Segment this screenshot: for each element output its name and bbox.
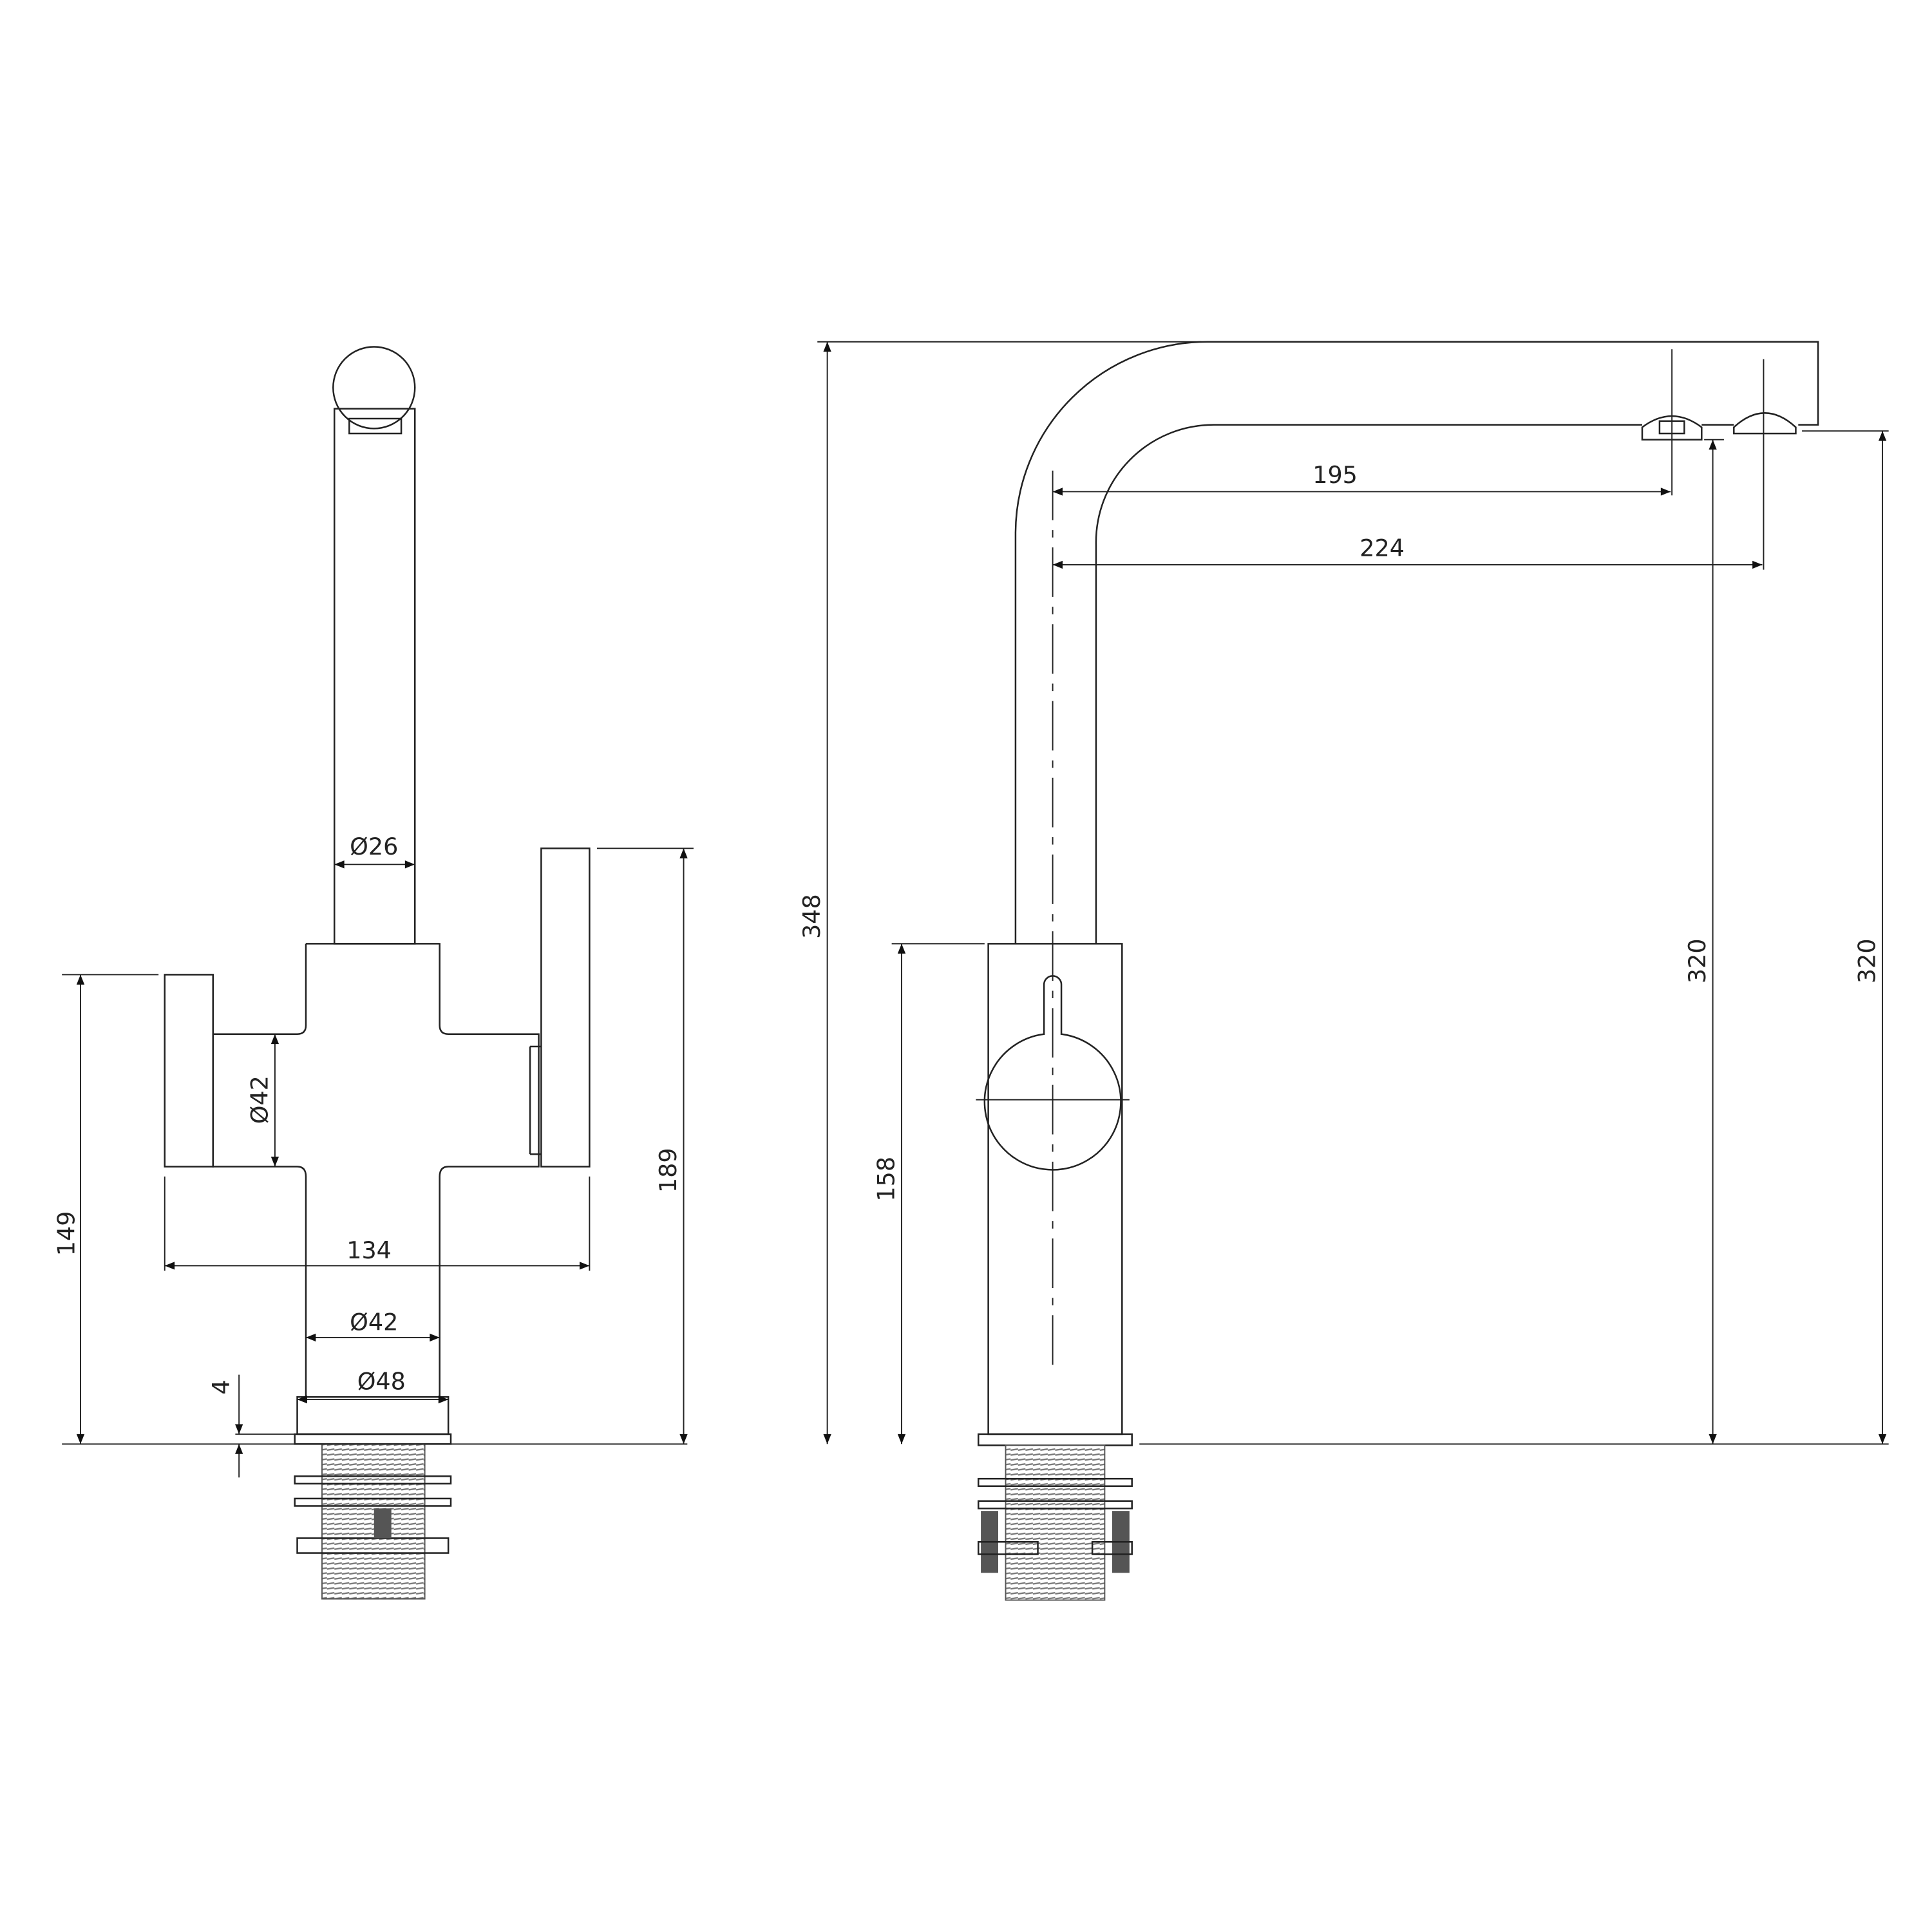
base-fitting (977, 1433, 1133, 1601)
base-fitting (294, 1396, 452, 1600)
body (987, 943, 1123, 1435)
spout-inner (1095, 424, 1734, 944)
clearance-outlet-1-label: 320 (1683, 938, 1711, 983)
right-handle (540, 848, 591, 1168)
flange-thickness-label: 4 (207, 1379, 235, 1394)
outlet-2 (1733, 412, 1797, 435)
outlet-1 (1641, 415, 1703, 440)
clearance-outlet-2-label: 320 (1853, 938, 1881, 983)
reach-outlet-1-label: 195 (1312, 461, 1358, 489)
handle-height-label: 149 (52, 1211, 80, 1256)
front-view: Ø26 Ø42 134 Ø42 Ø48 4 149 189 (52, 346, 694, 1600)
body-height-label: 189 (654, 1148, 682, 1193)
spout-diameter-label: Ø26 (350, 833, 398, 860)
body-diameter-label: Ø42 (350, 1308, 398, 1336)
lever-handle (983, 975, 1122, 1171)
total-height-label: 348 (798, 894, 826, 939)
handle-diameter-label: Ø42 (245, 1075, 273, 1124)
left-handle (164, 974, 214, 1168)
spout-outer (1014, 341, 1819, 944)
reach-outlet-2-label: 224 (1359, 534, 1405, 562)
body-height-label: 158 (872, 1157, 900, 1202)
flange-diameter-label: Ø48 (357, 1368, 406, 1396)
side-view: 348 158 195 224 320 320 (798, 341, 1889, 1601)
handle-span-label: 134 (346, 1236, 392, 1264)
